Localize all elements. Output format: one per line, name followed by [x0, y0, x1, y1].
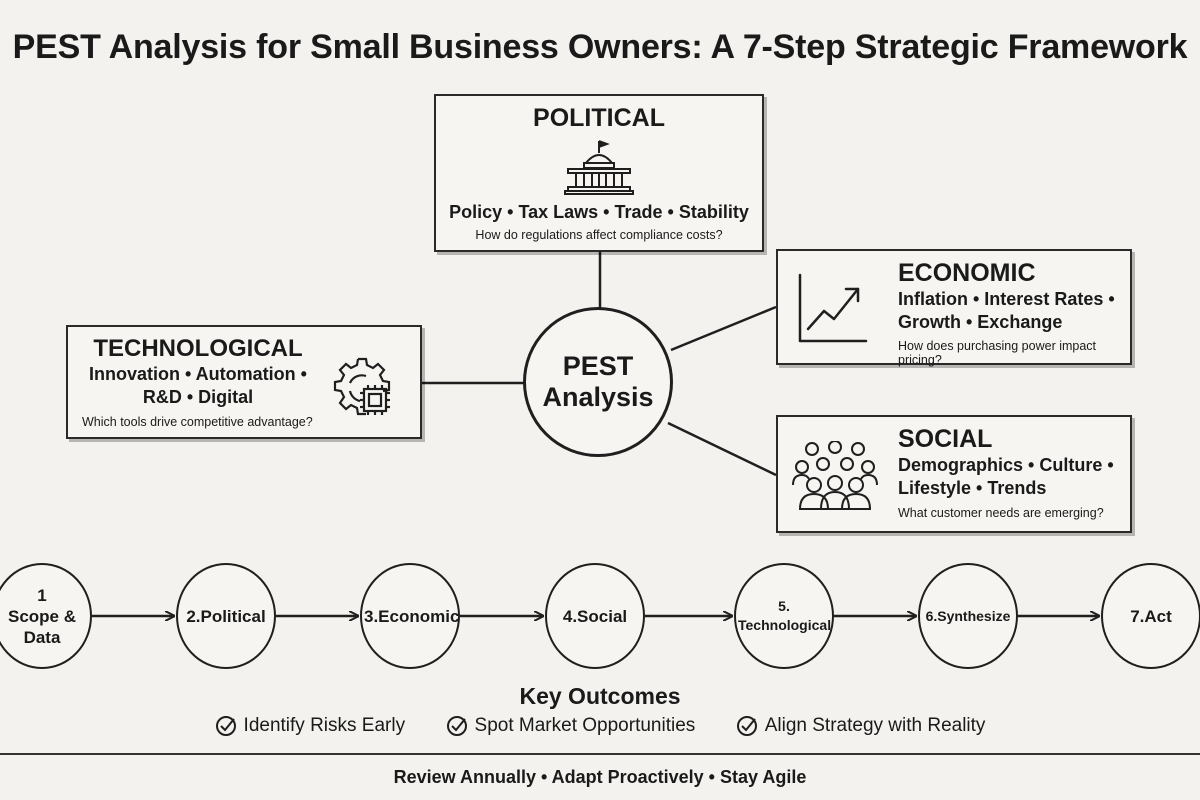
footer-tagline: Review Annually • Adapt Proactively • St… — [0, 753, 1200, 800]
step-2-circle: 2.Political — [176, 563, 276, 669]
outcome-label: Align Strategy with Reality — [764, 715, 986, 736]
hub-label: PEST Analysis — [542, 351, 654, 412]
step-4-circle: 4.Social — [545, 563, 645, 669]
connector-social — [667, 421, 777, 477]
social-heading: SOCIAL — [898, 425, 993, 453]
step-6-label: 6.Synthesize — [925, 607, 1011, 624]
outcome-item: Spot Market Opportunities — [446, 715, 696, 737]
technological-factors-line1: Innovation • Automation • — [89, 364, 307, 384]
economic-question: How does purchasing power impact pricing… — [898, 339, 1097, 367]
step-1-circle: 1 Scope & Data — [0, 563, 92, 669]
political-factors: Policy • Tax Laws • Trade • Stability — [449, 202, 749, 222]
social-box: SOCIAL Demographics • Culture • Lifestyl… — [776, 415, 1132, 533]
page-title: PEST Analysis for Small Business Owners:… — [12, 28, 1188, 66]
political-question: How do regulations affect compliance cos… — [475, 228, 723, 242]
technological-factors-line2: R&D • Digital — [142, 387, 254, 407]
step-3-label: 3.Economic — [364, 606, 460, 626]
growth-chart-icon — [796, 271, 870, 345]
key-outcomes-title: Key Outcomes — [519, 683, 681, 709]
check-circle-icon — [736, 716, 757, 736]
step-7-label: 7.Act — [1130, 606, 1172, 626]
step-5-circle: 5. Technological — [734, 563, 834, 669]
political-heading: POLITICAL — [533, 104, 665, 132]
technological-heading: TECHNOLOGICAL — [93, 335, 303, 362]
check-circle-icon — [446, 716, 467, 736]
government-building-icon — [564, 139, 634, 195]
political-box: POLITICAL Policy • Tax Laws • Trade • St… — [434, 94, 764, 252]
social-factors-line2: Lifestyle • Trends — [898, 478, 1047, 498]
step-2-label: 2.Political — [186, 606, 266, 626]
key-outcomes-list: Identify Risks Early Spot Market Opportu… — [0, 715, 1200, 742]
step-5-label: 5. Technological — [738, 598, 832, 633]
step-7-circle: 7.Act — [1101, 563, 1200, 669]
economic-factors-line2: Growth • Exchange — [898, 312, 1063, 332]
economic-box: ECONOMIC Inflation • Interest Rates • Gr… — [776, 249, 1132, 367]
outcome-label: Spot Market Opportunities — [474, 715, 696, 736]
outcome-item: Identify Risks Early — [215, 715, 406, 737]
technological-box: TECHNOLOGICAL Innovation • Automation • … — [66, 325, 422, 439]
connector-economic — [670, 305, 777, 352]
gear-chip-icon — [324, 349, 404, 429]
social-question: What customer needs are emerging? — [898, 506, 1104, 520]
technological-question: Which tools drive competitive advantage? — [82, 415, 313, 429]
social-factors-line1: Demographics • Culture • — [898, 455, 1114, 475]
pest-analysis-hub: PEST Analysis — [523, 307, 673, 457]
step-4-label: 4.Social — [562, 606, 628, 626]
people-group-icon — [792, 440, 878, 513]
economic-heading: ECONOMIC — [898, 259, 1036, 287]
step-3-circle: 3.Economic — [360, 563, 460, 669]
step-1-label: 1 Scope & Data — [7, 585, 77, 647]
step-6-circle: 6.Synthesize — [918, 563, 1018, 669]
outcome-label: Identify Risks Early — [243, 715, 406, 736]
check-circle-icon — [215, 716, 236, 736]
outcome-item: Align Strategy with Reality — [736, 715, 986, 737]
economic-factors-line1: Inflation • Interest Rates • — [898, 289, 1115, 309]
